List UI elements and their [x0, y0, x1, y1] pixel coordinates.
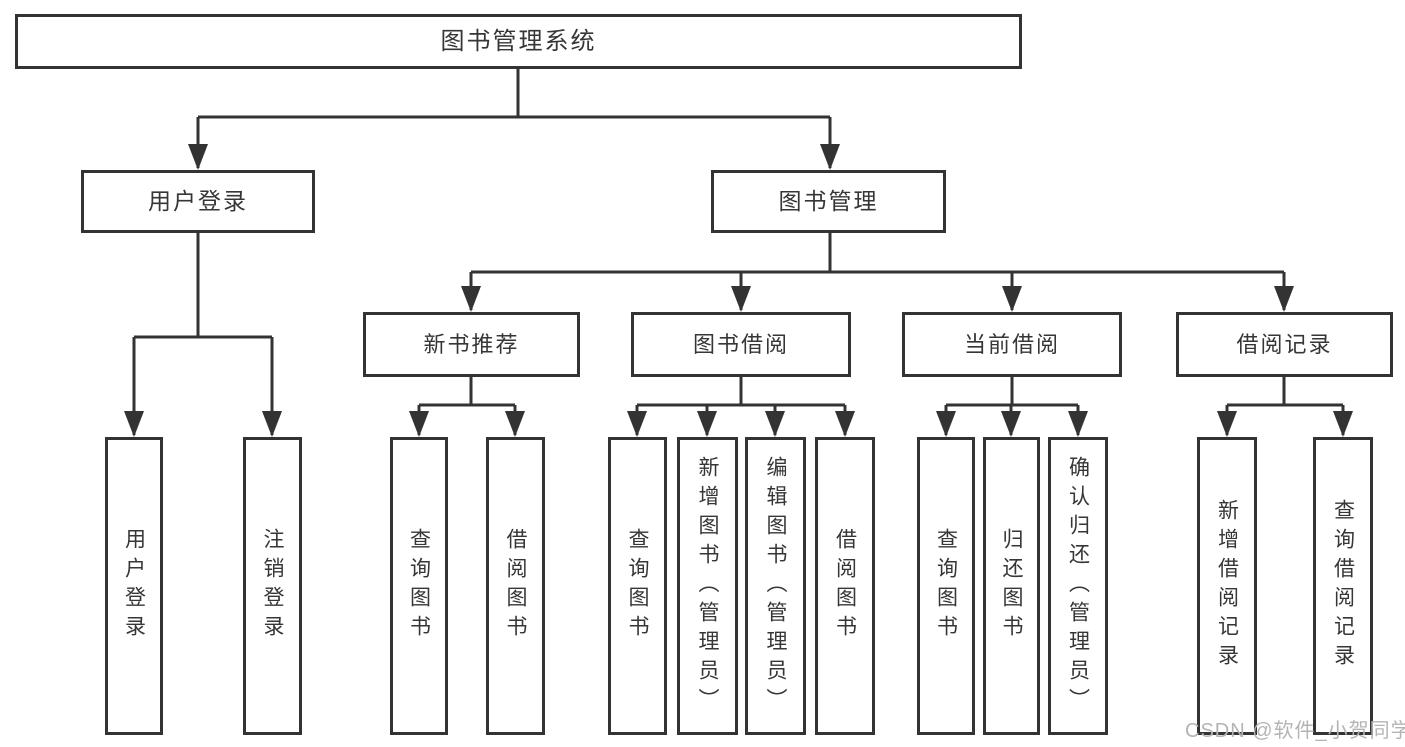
node-root-label: 图书管理系统	[440, 27, 597, 55]
arrowheads	[124, 144, 1353, 437]
node-root: 图书管理系统	[15, 14, 1022, 69]
leaf-query-books-current: 查询图书	[917, 437, 975, 735]
node-book-management-label: 图书管理	[778, 188, 879, 214]
leaf-query-books-recommend: 查询图书	[390, 437, 448, 735]
leaf-edit-books-admin-label: 编辑图书（管理员）	[764, 455, 787, 717]
node-current-borrowing: 当前借阅	[902, 312, 1122, 377]
leaf-edit-books-admin: 编辑图书（管理员）	[745, 437, 806, 735]
node-new-book-recommend: 新书推荐	[363, 312, 580, 377]
leaf-add-books-admin-label: 新增图书（管理员）	[696, 455, 719, 717]
leaf-query-books-borrow: 查询图书	[608, 437, 667, 735]
node-new-book-recommend-label: 新书推荐	[423, 331, 520, 357]
leaf-return-books-label: 归还图书	[1000, 528, 1023, 644]
node-book-borrowing-label: 图书借阅	[692, 331, 789, 357]
node-borrow-records-label: 借阅记录	[1236, 331, 1333, 357]
csdn-watermark: CSDN @软件_小贺同学	[1185, 720, 1405, 742]
node-book-management: 图书管理	[711, 170, 946, 233]
leaf-add-borrow-record-label: 新增借阅记录	[1215, 499, 1239, 673]
leaf-user-login-label: 用户登录	[122, 528, 146, 644]
leaf-user-login: 用户登录	[105, 437, 163, 735]
leaf-logout: 注销登录	[243, 437, 302, 735]
leaf-query-borrow-record-label: 查询借阅记录	[1331, 499, 1355, 673]
leaf-query-books-borrow-label: 查询图书	[626, 528, 649, 644]
node-current-borrowing-label: 当前借阅	[963, 331, 1060, 357]
leaf-return-books: 归还图书	[983, 437, 1040, 735]
leaf-borrow-books-label: 借阅图书	[833, 528, 857, 644]
leaf-add-borrow-record: 新增借阅记录	[1197, 437, 1257, 735]
leaf-borrow-books-recommend-label: 借阅图书	[504, 528, 527, 644]
tree-edges	[132, 69, 1345, 435]
leaf-confirm-return-admin-label: 确认归还（管理员）	[1066, 455, 1090, 717]
leaf-confirm-return-admin: 确认归还（管理员）	[1048, 437, 1108, 735]
leaf-add-books-admin: 新增图书（管理员）	[677, 437, 738, 735]
node-user-login-label: 用户登录	[148, 188, 248, 214]
node-book-borrowing: 图书借阅	[631, 312, 851, 377]
node-user-login: 用户登录	[81, 170, 315, 233]
leaf-query-borrow-record: 查询借阅记录	[1313, 437, 1373, 735]
leaf-logout-label: 注销登录	[261, 528, 284, 644]
leaf-borrow-books: 借阅图书	[815, 437, 875, 735]
node-borrow-records: 借阅记录	[1176, 312, 1393, 377]
leaf-query-books-current-label: 查询图书	[934, 528, 958, 644]
leaf-borrow-books-recommend: 借阅图书	[486, 437, 545, 735]
leaf-query-books-recommend-label: 查询图书	[407, 528, 431, 644]
